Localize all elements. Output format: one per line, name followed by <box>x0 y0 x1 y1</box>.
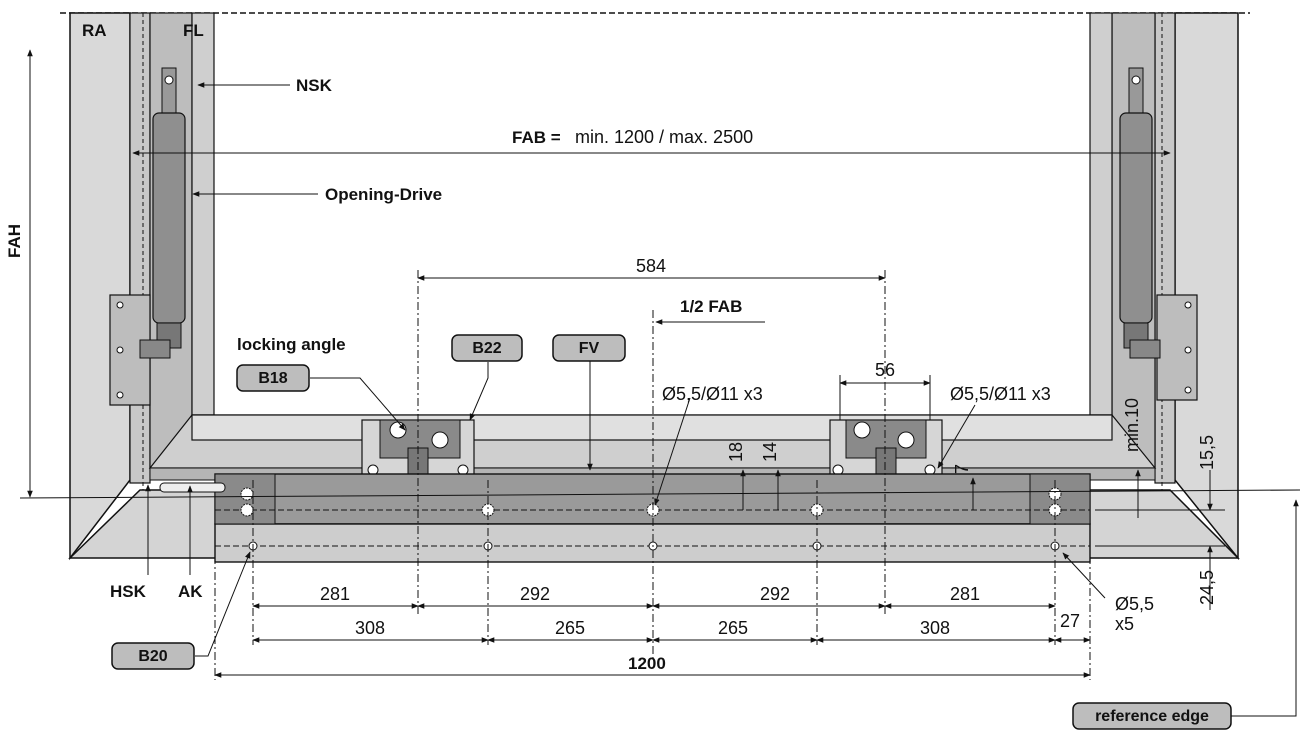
dim-hole-bottom-b: x5 <box>1115 614 1134 634</box>
label-nsk: NSK <box>296 76 333 95</box>
reference-line <box>19 489 1301 499</box>
dim-hole-bottom-a: Ø5,5 <box>1115 594 1154 614</box>
label-ra: RA <box>82 21 107 40</box>
dim-bottom-27: 27 <box>1060 611 1080 631</box>
tag-b22: B22 <box>451 334 523 362</box>
dim-min10: min.10 <box>1122 398 1142 452</box>
label-opening-drive: Opening-Drive <box>325 185 442 204</box>
center-lines <box>214 270 1091 680</box>
label-locking-angle: locking angle <box>237 335 346 354</box>
dim-bottom-308-left: 308 <box>355 618 385 638</box>
dim-18: 18 <box>726 442 746 462</box>
dim-15-5: 15,5 <box>1197 435 1217 470</box>
bottom-dimension-lines <box>214 603 1091 678</box>
leader-lines <box>145 82 1299 717</box>
dim-top-292-right: 292 <box>760 584 790 604</box>
ak-rod <box>159 482 226 493</box>
dim-bottom-308-right: 308 <box>920 618 950 638</box>
dim-584: 584 <box>636 256 666 276</box>
label-fl: FL <box>183 21 204 40</box>
svg-text:FV: FV <box>579 340 600 357</box>
opening-drive-left <box>109 67 186 406</box>
dim-56: 56 <box>875 360 895 380</box>
opening-drive-right <box>1119 67 1198 401</box>
svg-text:B18: B18 <box>258 370 287 387</box>
svg-text:B22: B22 <box>472 340 501 357</box>
label-half-fab: 1/2 FAB <box>680 297 742 316</box>
tag-fv: FV <box>552 334 626 362</box>
dim-hole-right: Ø5,5/Ø11 x3 <box>950 384 1051 404</box>
locking-angle-right <box>829 419 943 489</box>
tag-b20: B20 <box>111 642 195 670</box>
svg-text:reference edge: reference edge <box>1095 708 1209 725</box>
label-fah: FAH <box>5 224 24 258</box>
dim-top-281-left: 281 <box>320 584 350 604</box>
dim-bottom-265-left: 265 <box>555 618 585 638</box>
tag-b18: B18 <box>236 364 310 392</box>
dim-bottom-265-right: 265 <box>718 618 748 638</box>
dim-top-281-right: 281 <box>950 584 980 604</box>
tag-reference-edge: reference edge <box>1072 702 1232 730</box>
dim-top-292-left: 292 <box>520 584 550 604</box>
dim-total-1200: 1200 <box>628 654 666 673</box>
label-hsk: HSK <box>110 582 147 601</box>
label-fab-value: min. 1200 / max. 2500 <box>575 127 753 147</box>
dim-hole-left: Ø5,5/Ø11 x3 <box>662 384 763 404</box>
dim-14: 14 <box>760 442 780 462</box>
label-fab: FAB = <box>512 128 561 147</box>
label-ak: AK <box>178 582 203 601</box>
dim-24-5: 24,5 <box>1197 570 1217 605</box>
svg-text:B20: B20 <box>138 648 167 665</box>
dim-7: 7 <box>952 464 972 474</box>
